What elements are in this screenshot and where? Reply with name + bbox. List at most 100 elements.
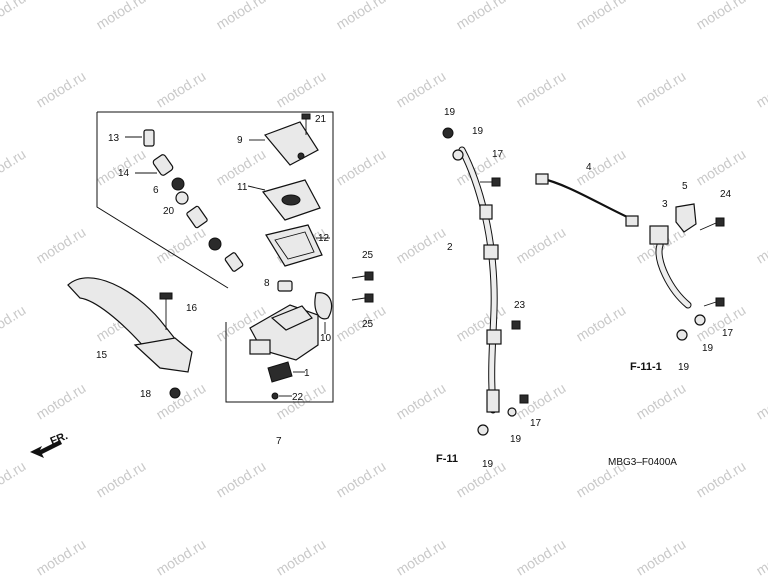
watermark-text: motod.ru [93,0,148,33]
callout-c20: 20 [163,206,175,217]
part-2-brake-hose [458,146,502,414]
callout-c25b: 25 [362,319,374,330]
hose-fasteners [442,127,725,436]
callout-c14: 14 [118,168,130,179]
watermark-text: motod.ru [213,0,268,33]
callout-c17a: 17 [492,149,504,160]
callout-c10: 10 [320,333,332,344]
watermark-text: motod.ru [33,68,88,111]
part-11-set-plate [247,179,321,221]
watermark-text: motod.ru [513,536,568,576]
watermark-text: motod.ru [153,380,208,423]
callout-c2: 2 [447,242,453,253]
watermark-text: motod.ru [393,536,448,576]
watermark-text: motod.ru [633,68,688,111]
callout-c6: 6 [153,185,159,196]
callout-c13: 13 [108,133,120,144]
watermark-text: motod.ru [273,68,328,111]
fr-direction-label: FR. [49,430,70,448]
watermark-text: motod.ru [153,68,208,111]
callout-c19d: 19 [510,434,522,445]
watermark-text: motod.ru [0,146,28,189]
callout-c23: 23 [514,300,526,311]
watermark-text: motod.ru [513,68,568,111]
watermark-text: motod.ru [573,0,628,33]
watermark-text: motod.ru [693,146,748,189]
callout-c16: 16 [186,303,198,314]
watermark-text: motod.ru [33,536,88,576]
callout-c19b: 19 [472,126,484,137]
part-13-pin [125,129,155,147]
watermark-text: motod.ru [633,380,688,423]
watermark-text: motod.ru [93,458,148,501]
part-22-screw [271,392,292,400]
part-21-screw [301,113,311,135]
part-5-hose-clamp [675,203,697,233]
part-20-spring [175,191,189,205]
watermark-text: motod.ru [573,146,628,189]
callout-c12: 12 [318,233,330,244]
watermark-text: motod.ru [333,0,388,33]
part-16-pivot-bolt [159,292,173,330]
watermark-text: motod.ru [753,68,768,111]
callout-c17b: 17 [530,418,542,429]
watermark-text: motod.ru [573,302,628,345]
callout-c19a: 19 [444,107,456,118]
part-9-reservoir-cap [249,121,319,166]
watermark-text: motod.ru [753,380,768,423]
watermark-text: motod.ru [753,224,768,267]
part-10-boot [314,292,333,334]
callout-c3: 3 [662,199,668,210]
callout-c5: 5 [682,181,688,192]
part-8-clip [277,280,293,292]
callout-c15: 15 [96,350,108,361]
callout-c9: 9 [237,135,243,146]
master-cylinder-frame [96,111,334,403]
callout-c11: 11 [237,182,248,193]
diagram-code: MBG3–F0400A [608,457,677,468]
arrow-left-icon [30,440,62,458]
watermark-text: motod.ru [393,68,448,111]
watermark-text: motod.ru [693,458,748,501]
callout-c24: 24 [720,189,732,200]
watermark-text: motod.ru [273,536,328,576]
callout-c8: 8 [264,278,270,289]
watermark-text: motod.ru [453,458,508,501]
ref-f11: F-11 [436,453,458,465]
callout-c18: 18 [140,389,152,400]
callout-c7: 7 [276,436,282,447]
watermark-text: motod.ru [33,224,88,267]
callout-c22: 22 [292,392,304,403]
callout-layer: 1314620921111281012271615182525191917223… [49,107,734,470]
callout-c17c: 17 [722,328,734,339]
watermark-text: motod.ru [153,536,208,576]
watermark-text: motod.ru [153,224,208,267]
master-cylinder-body [249,304,319,361]
callout-c19f: 19 [678,362,690,373]
watermark-text: motod.ru [333,302,388,345]
watermark-text: motod.ru [0,458,28,501]
watermark-text: motod.ru [393,224,448,267]
watermark-text: motod.ru [753,536,768,576]
watermark-text: motod.ru [33,380,88,423]
callout-c21: 21 [315,114,327,125]
callout-c1: 1 [304,368,310,379]
watermark-text: motod.ru [0,302,28,345]
watermark-text: motod.ru [693,0,748,33]
watermark-text: motod.ru [0,0,28,33]
ref-f11-1: F-11-1 [630,361,662,373]
part-25-bolts [351,271,374,303]
watermark-text: motod.ru [513,224,568,267]
callout-c19c: 19 [482,459,494,470]
watermark-text: motod.ru [333,458,388,501]
part-14-piston-set [135,154,244,272]
part-15-brake-lever [67,277,193,373]
watermark-text: motod.ru [633,536,688,576]
callout-c4: 4 [586,162,592,173]
part-12-diaphragm [265,224,330,267]
watermark-text: motod.ru [453,0,508,33]
part-3-hose-joint [649,225,692,309]
callout-c19e: 19 [702,343,714,354]
part-1-stop-switch [267,361,305,383]
part-4-brake-pipe [535,173,639,227]
